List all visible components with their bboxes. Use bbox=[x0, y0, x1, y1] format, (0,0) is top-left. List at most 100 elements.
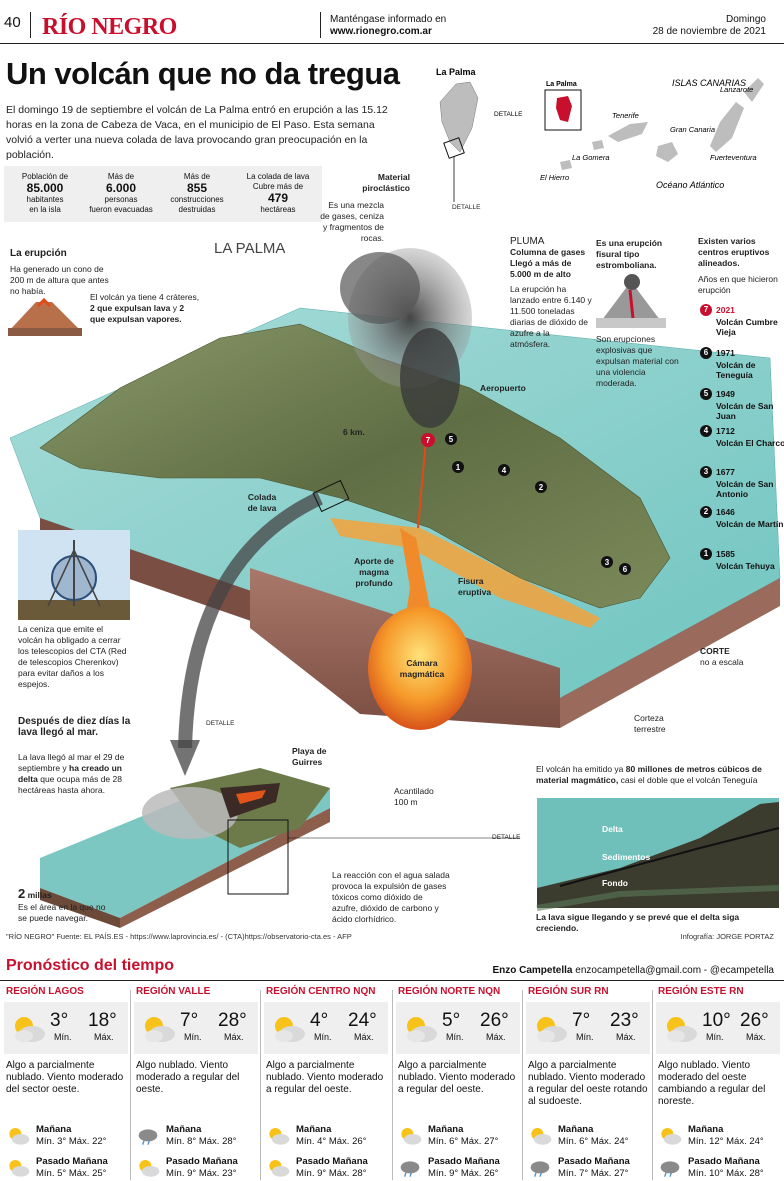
delta-label: Delta bbox=[602, 824, 623, 834]
pyroclastic-note: Material piroclástico bbox=[362, 172, 410, 193]
tomorrow-label: Mañana bbox=[36, 1124, 72, 1135]
dateline: Domingo 28 de noviembre de 2021 bbox=[653, 14, 766, 38]
detail-marker bbox=[443, 137, 465, 159]
divider bbox=[30, 12, 31, 38]
day-after-label: Pasado Mañana bbox=[36, 1156, 108, 1167]
max-temp: 26° bbox=[740, 1010, 769, 1031]
sedimentos-label: Sedimentos bbox=[602, 852, 651, 862]
detail-label-delta: DETALLE bbox=[492, 834, 521, 841]
forecast-description: Algo a parcialmente nublado. Viento mode… bbox=[6, 1060, 124, 1095]
tomorrow-label: Mañana bbox=[166, 1124, 202, 1135]
partly-cloudy-icon bbox=[6, 1158, 30, 1181]
plume-note: PLUMA Columna de gases Llegó a más de 5.… bbox=[510, 236, 586, 279]
telescope-photo bbox=[18, 530, 130, 620]
region-name: REGIÓN VALLE bbox=[136, 986, 211, 997]
corteza-label: Corteza terrestre bbox=[634, 713, 666, 734]
region-name: REGIÓN LAGOS bbox=[6, 986, 84, 997]
fondo-label: Fondo bbox=[602, 878, 628, 888]
fisural-desc: Son erupciones explosivas que expulsan m… bbox=[596, 334, 679, 388]
website-notice: Manténgase informado en www.rionegro.com… bbox=[330, 14, 446, 38]
la-gomera-label: La Gomera bbox=[572, 153, 610, 162]
corte-label: CORTE bbox=[700, 646, 730, 656]
tomorrow-temps: Mín. 8° Máx. 28° bbox=[166, 1136, 237, 1147]
website-link[interactable]: www.rionegro.com.ar bbox=[330, 26, 432, 37]
detalle-label: DETALLE bbox=[494, 111, 523, 118]
partly-cloudy-icon bbox=[10, 1014, 46, 1049]
acantilado-height: 100 m bbox=[394, 797, 418, 807]
day-after-temps: Mín. 9° Máx. 23° bbox=[166, 1168, 237, 1179]
lanzarote-label: Lanzarote bbox=[720, 85, 753, 94]
tomorrow-label: Mañana bbox=[296, 1124, 332, 1135]
min-label: Mín. bbox=[576, 1032, 594, 1042]
rain-cloud-icon bbox=[398, 1158, 422, 1181]
max-temp: 23° bbox=[610, 1010, 639, 1031]
svg-text:2: 2 bbox=[539, 483, 544, 492]
headline: Un volcán que no da tregua bbox=[6, 56, 400, 91]
distance-label: 6 km. bbox=[343, 427, 365, 437]
gran-canaria-label: Gran Canaria bbox=[670, 125, 715, 134]
la-gomera-island bbox=[592, 140, 604, 150]
plume-desc: La erupción ha lanzado entre 6.140 y 11.… bbox=[510, 284, 592, 349]
today-box: 7°28°Mín.Máx. bbox=[134, 1002, 258, 1054]
centros-sub: Años en que hicieron erupción bbox=[698, 274, 778, 295]
rain-cloud-icon bbox=[136, 1126, 160, 1151]
millas-desc: Es el área en la que no se puede navegar… bbox=[18, 902, 106, 923]
svg-text:7: 7 bbox=[426, 436, 431, 445]
svg-text:5: 5 bbox=[449, 435, 454, 444]
corte-note: no a escala bbox=[700, 657, 744, 667]
acantilado-label: Acantilado bbox=[394, 786, 434, 796]
region-name: REGIÓN ESTE RN bbox=[658, 986, 744, 997]
cone-diagram bbox=[8, 297, 82, 336]
day-after-label: Pasado Mañana bbox=[688, 1156, 760, 1167]
islas-canarias-label: ISLAS CANARIAS bbox=[672, 78, 746, 88]
day-after-temps: Mín. 7° Máx. 27° bbox=[558, 1168, 629, 1179]
page-number: 40 bbox=[4, 14, 21, 31]
max-temp: 18° bbox=[88, 1010, 117, 1031]
fuerteventura-label: Fuerteventura bbox=[710, 153, 757, 162]
tomorrow-temps: Mín. 4° Máx. 26° bbox=[296, 1136, 367, 1147]
detail-label-plume: DETALLE bbox=[452, 204, 481, 211]
day-after-temps: Mín. 5° Máx. 25° bbox=[36, 1168, 107, 1179]
weather-rule bbox=[0, 980, 784, 981]
ocean-label: Océano Atlántico bbox=[656, 180, 724, 190]
svg-text:4: 4 bbox=[502, 466, 507, 475]
partly-cloudy-icon bbox=[398, 1126, 422, 1151]
min-label: Mín. bbox=[54, 1032, 72, 1042]
day-after-label: Pasado Mañana bbox=[428, 1156, 500, 1167]
today-box: 7°23°Mín.Máx. bbox=[526, 1002, 650, 1054]
weekday: Domingo bbox=[725, 14, 766, 25]
crateres-note: El volcán ya tiene 4 cráteres, 2 que exp… bbox=[90, 292, 200, 324]
max-label: Máx. bbox=[354, 1032, 374, 1042]
forecast-description: Algo nublado. Viento moderado del oeste … bbox=[658, 1060, 766, 1107]
block-front-right bbox=[560, 578, 780, 728]
svg-text:1: 1 bbox=[456, 463, 461, 472]
delta-block-front bbox=[40, 888, 120, 928]
keep-informed-text: Manténgase informado en bbox=[330, 14, 447, 25]
volcano-illustration: 7 5 1 4 2 3 6 bbox=[9, 248, 781, 928]
centros-title: Existen varios centros eruptivos alinead… bbox=[698, 236, 770, 268]
region-divider bbox=[392, 990, 393, 1180]
min-label: Mín. bbox=[706, 1032, 724, 1042]
gran-canaria-island bbox=[656, 142, 678, 162]
region-name: REGIÓN NORTE NQN bbox=[398, 986, 501, 997]
tomorrow-temps: Mín. 6° Máx. 27° bbox=[428, 1136, 499, 1147]
newspaper-logo: RÍO NEGRO bbox=[42, 14, 177, 40]
tomorrow-label: Mañana bbox=[688, 1124, 724, 1135]
author-contact[interactable]: enzocampetella@gmail.com - @ecampetella bbox=[575, 965, 774, 976]
date: 28 de noviembre de 2021 bbox=[652, 26, 766, 37]
day-after-label: Pasado Mañana bbox=[558, 1156, 630, 1167]
fisura-label: Fisura eruptiva bbox=[458, 576, 492, 597]
partly-cloudy-icon bbox=[266, 1126, 290, 1151]
stromboli-diagram bbox=[596, 274, 666, 329]
pyroclastic-desc: Es una mezcla de gases, ceniza y fragmen… bbox=[320, 200, 384, 243]
